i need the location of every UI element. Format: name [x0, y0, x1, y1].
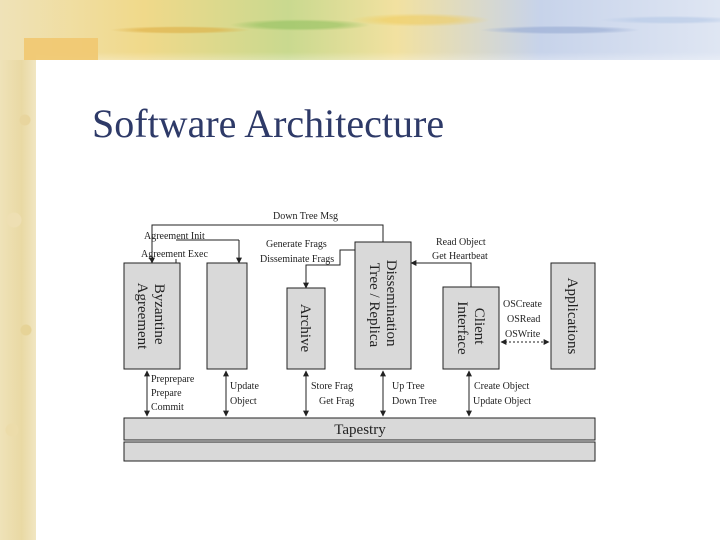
- down-tree-label: Down Tree: [392, 396, 437, 407]
- generate-frags-arrow: [303, 249, 355, 289]
- slide-title: Software Architecture: [92, 101, 445, 146]
- dissemination-block: [354, 241, 412, 370]
- down-tree-msg-arrow: [149, 224, 384, 264]
- create-object-label: Create Object: [474, 381, 529, 392]
- read-object-arrow: [410, 260, 472, 287]
- decorative-left-strip: [0, 0, 36, 540]
- up-tree-label: Up Tree: [392, 381, 425, 392]
- decorative-accent-bar: [24, 38, 98, 60]
- agreement-exec-block: [206, 262, 248, 370]
- applications-label: Applications: [564, 278, 580, 355]
- agreement-init-label: Agreement Init: [144, 231, 205, 242]
- tapestry-label: Tapestry: [334, 422, 386, 438]
- dissemination-line-2: Tree / Replica: [366, 263, 382, 348]
- decorative-top-banner: [0, 0, 720, 60]
- base-layer-block: [123, 441, 596, 462]
- byzantine-agreement-label: Byzantine Agreement: [134, 283, 167, 350]
- get-frag-label: Get Frag: [319, 396, 354, 407]
- get-heartbeat-label: Get Heartbeat: [432, 251, 488, 262]
- client-line-2: Interface: [454, 301, 470, 355]
- dissemination-label: Dissemination Tree / Replica: [366, 260, 399, 350]
- applications-block: [550, 262, 596, 370]
- tapestry-block: [123, 417, 596, 441]
- update-object-right-label: Update Object: [473, 396, 531, 407]
- agreement-exec-label: Agreement Exec: [141, 249, 208, 260]
- commit-label: Commit: [151, 402, 184, 413]
- client-interface-block: [442, 286, 500, 370]
- generate-frags-label: Generate Frags: [266, 239, 327, 250]
- client-line-1: Client: [471, 308, 487, 345]
- disseminate-frags-label: Disseminate Frags: [260, 254, 334, 265]
- store-frag-label: Store Frag: [311, 381, 353, 392]
- read-object-label: Read Object: [436, 237, 486, 248]
- os-create-label: OSCreate: [503, 299, 542, 310]
- update-object-label-1: Update: [230, 381, 259, 392]
- client-interface-label: Client Interface: [454, 301, 487, 355]
- os-read-label: OSRead: [507, 314, 540, 325]
- byzantine-line-1: Byzantine: [151, 284, 167, 345]
- preprepare-label: Preprepare: [151, 374, 195, 385]
- decorative-banner-fade: [36, 52, 720, 82]
- archive-label: Archive: [297, 304, 313, 353]
- applications-line-1: Applications: [564, 278, 580, 355]
- prepare-label: Prepare: [151, 388, 182, 399]
- os-write-label: OSWrite: [505, 329, 541, 340]
- byzantine-line-2: Agreement: [134, 283, 150, 350]
- dissemination-line-1: Dissemination: [383, 260, 399, 347]
- down-tree-msg-label: Down Tree Msg: [273, 211, 338, 222]
- archive-line-1: Archive: [297, 304, 313, 353]
- update-object-label-2: Object: [230, 396, 257, 407]
